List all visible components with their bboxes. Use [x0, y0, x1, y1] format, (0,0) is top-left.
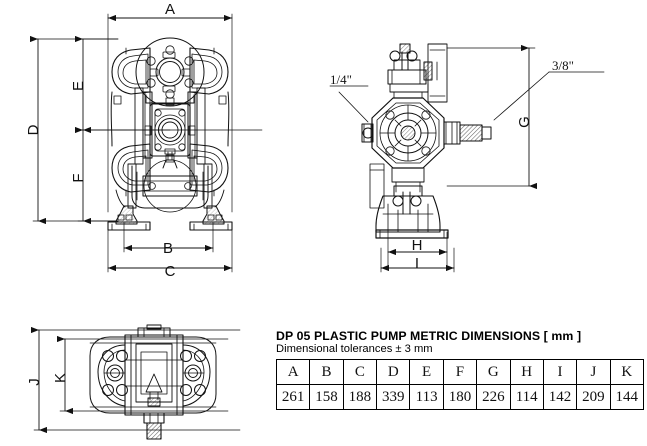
dim-label-D: D [25, 124, 42, 135]
table-header-cell: E [409, 359, 444, 385]
dim-label-B: B [163, 240, 173, 257]
dim-label-C: C [165, 263, 176, 280]
table-value-cell: 261 [275, 384, 311, 410]
table-header-cell: A [275, 359, 311, 385]
dim-label-A: A [165, 1, 175, 18]
table-header-cell: F [442, 359, 478, 385]
callout-port: 3/8" [552, 58, 574, 73]
dim-label-J: J [26, 378, 43, 386]
table-header-cell: G [476, 359, 511, 385]
table-header-cell: J [576, 359, 611, 385]
table-value-cell: 158 [309, 384, 344, 410]
callout-air-inlet: 1/4" [330, 72, 352, 87]
dim-label-H: H [412, 237, 423, 254]
table-value-cell: 180 [442, 384, 478, 410]
table-value-cell: 188 [342, 384, 378, 410]
front-view-geometry [29, 13, 263, 273]
dimension-table: A B C D E F G H I J K 261 158 188 339 [275, 359, 645, 410]
table-header-cell: H [509, 359, 544, 385]
dim-label-G: G [516, 116, 533, 128]
table-header-cell: I [542, 359, 578, 385]
table-value-cell: 226 [476, 384, 511, 410]
table-header-cell: K [609, 359, 645, 385]
side-view-geometry [329, 43, 605, 273]
table-value-cell: 209 [576, 384, 611, 410]
top-view-geometry [30, 324, 241, 440]
table-value-cell: 113 [409, 384, 444, 410]
table-value-cell: 114 [509, 384, 544, 410]
table-header-cell: C [342, 359, 378, 385]
table-header-row: A B C D E F G H I J K [275, 359, 645, 385]
table-value-cell: 339 [376, 384, 411, 410]
dim-label-E: E [70, 81, 87, 91]
dim-label-I: I [415, 255, 419, 272]
dimension-table-block: DP 05 PLASTIC PUMP METRIC DIMENSIONS [ m… [275, 329, 645, 410]
table-value-cell: 142 [542, 384, 578, 410]
table-value-cell: 144 [609, 384, 645, 410]
table-value-row: 261 158 188 339 113 180 226 114 142 209 … [275, 384, 645, 410]
table-title: DP 05 PLASTIC PUMP METRIC DIMENSIONS [ m… [276, 329, 582, 343]
table-subtitle: Dimensional tolerances ± 3 mm [276, 343, 433, 355]
dim-label-K: K [52, 373, 69, 383]
dim-label-F: F [70, 173, 87, 182]
table-header-cell: B [309, 359, 344, 385]
table-header-cell: D [376, 359, 411, 385]
